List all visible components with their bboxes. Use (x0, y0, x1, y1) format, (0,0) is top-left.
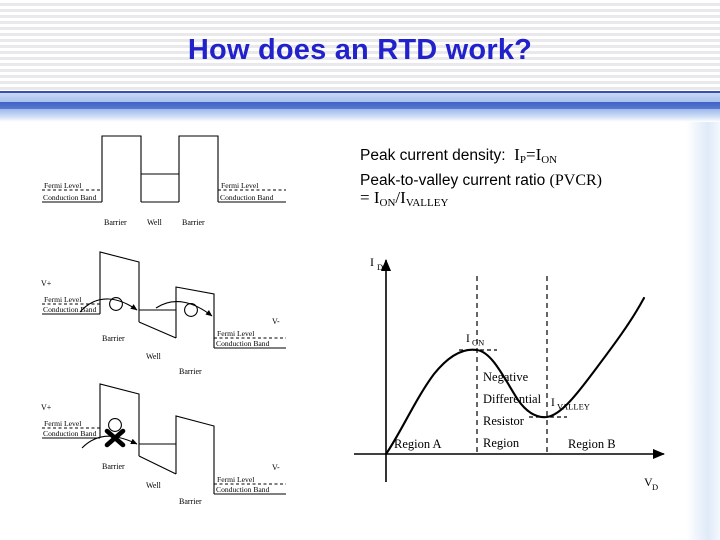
divider-fade-band (0, 109, 720, 122)
ndr-line-4: Region (483, 436, 520, 450)
fermi-level-label-right: Fermi Level (217, 475, 254, 484)
conduction-band-label-right: Conduction Band (220, 193, 274, 202)
fermi-level-label-left: Fermi Level (44, 181, 81, 190)
ndr-line-2: Differential (483, 392, 542, 406)
pvcr-ratio-line: = ION/IVALLEY (360, 187, 710, 209)
well-floor-line (138, 455, 177, 475)
valley-label-sub: VALLEY (557, 402, 590, 412)
peak-label-base: I (466, 333, 470, 345)
iv-curve (384, 296, 646, 456)
well-floor-line (138, 321, 177, 339)
page-title: How does an RTD work? (187, 34, 533, 66)
slide-header: How does an RTD work? (0, 0, 720, 91)
conduction-band-label-right: Conduction Band (216, 339, 270, 348)
bias-plus-label: V+ (41, 403, 52, 412)
band-diagram-figures: Fermi Level Conduction Band Fermi Level … (24, 126, 354, 526)
iv-characteristic-chart: I D V D I ON I VALLEY Region A Negative … (352, 246, 700, 500)
conduction-band-label-left: Conduction Band (43, 429, 97, 438)
y-axis-label-base: I (370, 255, 374, 269)
fermi-level-label-left: Fermi Level (44, 419, 81, 428)
divider-light-band (0, 93, 720, 102)
barrier-left-outline (99, 251, 140, 322)
pvcr-acronym: (PVCR) (549, 171, 602, 189)
region-a-label: Region A (394, 437, 442, 451)
well-label: Well (147, 218, 163, 227)
peak-label-sub: ON (472, 338, 484, 348)
title-divider-bar (0, 91, 720, 122)
barrier-label-right: Barrier (179, 497, 202, 506)
fermi-level-label-right: Fermi Level (217, 329, 254, 338)
formula-text-block: Peak current density: IP=ION Peak-to-val… (360, 146, 710, 215)
barrier-right-outline (178, 135, 219, 202)
pvcr-ratio-expression: = ION/IVALLEY (360, 187, 449, 209)
barrier-label-right: Barrier (179, 367, 202, 376)
electron-circle-right (184, 303, 198, 317)
bias-minus-label: V- (272, 317, 280, 326)
region-b-label: Region B (568, 437, 616, 451)
barrier-left-outline (99, 383, 140, 456)
barrier-right-outline (175, 415, 215, 494)
pvcr-label: Peak-to-valley current ratio (360, 171, 546, 189)
peak-current-density-label: Peak current density: (360, 147, 506, 164)
y-axis-label-sub: D (377, 262, 383, 272)
valley-label-base: I (551, 397, 555, 409)
resonant-tunneling-band-diagram: V+ V- Fermi Level Conduction Band Fermi … (41, 251, 286, 376)
divider-top-line (0, 91, 720, 93)
blocked-tunneling-band-diagram: V+ V- Fermi Level Conduction Band Fermi … (41, 383, 286, 506)
peak-current-expression: IP=ION (514, 145, 558, 166)
barrier-label-left: Barrier (104, 218, 127, 227)
x-axis-label-sub: D (652, 482, 658, 492)
equilibrium-band-diagram: Fermi Level Conduction Band Fermi Level … (42, 135, 286, 227)
bias-plus-label: V+ (41, 279, 52, 288)
fermi-level-label-right: Fermi Level (221, 181, 258, 190)
barrier-left-outline (101, 135, 142, 202)
electron-circle-left (109, 297, 123, 311)
tunneling-arrow-left (79, 298, 138, 313)
divider-mid-band (0, 102, 720, 109)
peak-label: I ON (466, 333, 484, 348)
barrier-label-left: Barrier (102, 462, 125, 471)
pvcr-line: Peak-to-valley current ratio (PVCR) (360, 171, 710, 189)
ndr-line-3: Resistor (483, 414, 525, 428)
ndr-region-label: Negative Differential Resistor Region (483, 370, 542, 450)
well-label: Well (146, 352, 162, 361)
valley-label: I VALLEY (551, 397, 590, 412)
ndr-line-1: Negative (483, 370, 529, 384)
fermi-level-label-left: Fermi Level (44, 295, 81, 304)
x-axis-label-base: V (644, 475, 653, 489)
tunneling-arrow-right (155, 301, 213, 317)
conduction-band-label-right: Conduction Band (216, 485, 270, 494)
barrier-label-left: Barrier (102, 334, 125, 343)
blocked-x-icon (104, 428, 126, 448)
conduction-band-label-left: Conduction Band (43, 305, 97, 314)
electron-circle-left (108, 418, 122, 432)
barrier-label-right: Barrier (182, 218, 205, 227)
well-label: Well (146, 481, 162, 490)
conduction-band-label-left: Conduction Band (43, 193, 97, 202)
barrier-right-outline (175, 286, 215, 348)
x-axis-label: V D (644, 475, 658, 492)
bias-minus-label: V- (272, 463, 280, 472)
peak-current-density-line: Peak current density: IP=ION (360, 145, 710, 166)
y-axis-label: I D (370, 255, 383, 272)
